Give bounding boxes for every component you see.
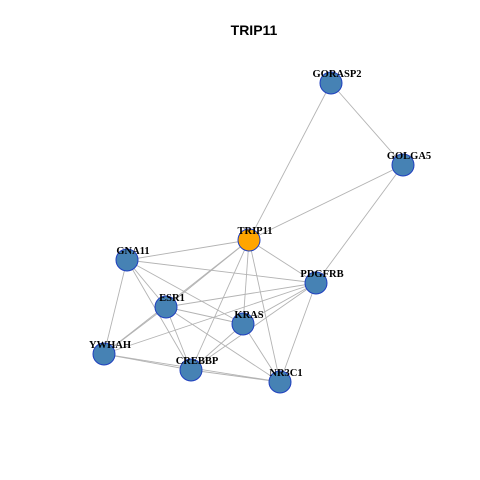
- node-label-golga5: GOLGA5: [387, 151, 431, 162]
- node-label-gna11: GNA11: [116, 246, 149, 257]
- edge-trip11-ywhah: [103, 239, 250, 355]
- node-label-trip11: TRIP11: [237, 226, 272, 237]
- node-label-esr1: ESR1: [159, 293, 185, 304]
- edge-trip11-gna11: [126, 239, 250, 261]
- edge-crebbp-nr3c1: [190, 369, 281, 383]
- edge-trip11-kras: [242, 239, 250, 325]
- edge-golga5-trip11: [248, 164, 404, 241]
- edge-gorasp2-golga5: [330, 82, 404, 166]
- graph-title: TRIP11: [231, 22, 278, 38]
- edge-golga5-pdgfrb: [315, 164, 404, 284]
- node-kras: [231, 312, 255, 336]
- edge-trip11-pdgfrb: [248, 239, 317, 284]
- edge-esr1-kras: [165, 306, 244, 325]
- node-label-kras: KRAS: [234, 310, 263, 321]
- node-crebbp: [179, 358, 203, 382]
- node-trip11: [237, 228, 261, 252]
- edge-gna11-ywhah: [103, 259, 128, 355]
- node-nr3c1: [268, 370, 292, 394]
- node-gorasp2: [319, 71, 343, 95]
- edge-pdgfrb-nr3c1: [279, 282, 317, 383]
- edge-esr1-ywhah: [103, 306, 167, 355]
- node-label-ywhah: YWHAH: [89, 340, 131, 351]
- node-label-gorasp2: GORASP2: [312, 69, 361, 80]
- edge-kras-crebbp: [190, 323, 244, 371]
- edge-gna11-pdgfrb: [126, 259, 317, 284]
- node-gna11: [115, 248, 139, 272]
- edge-pdgfrb-ywhah: [103, 282, 317, 355]
- edges-layer: [103, 82, 404, 383]
- node-golga5: [391, 153, 415, 177]
- edge-pdgfrb-kras: [242, 282, 317, 325]
- edge-esr1-nr3c1: [165, 306, 281, 383]
- node-pdgfrb: [304, 271, 328, 295]
- node-ywhah: [92, 342, 116, 366]
- edge-trip11-nr3c1: [248, 239, 281, 383]
- node-label-crebbp: CREBBP: [176, 356, 219, 367]
- node-label-pdgfrb: PDGFRB: [300, 269, 343, 280]
- edge-gorasp2-trip11: [248, 82, 332, 241]
- edge-trip11-crebbp: [190, 239, 250, 371]
- node-label-nr3c1: NR3C1: [269, 368, 302, 379]
- edge-pdgfrb-esr1: [165, 282, 317, 308]
- node-esr1: [154, 295, 178, 319]
- edge-gna11-kras: [126, 259, 244, 325]
- nodes-layer: [92, 71, 415, 394]
